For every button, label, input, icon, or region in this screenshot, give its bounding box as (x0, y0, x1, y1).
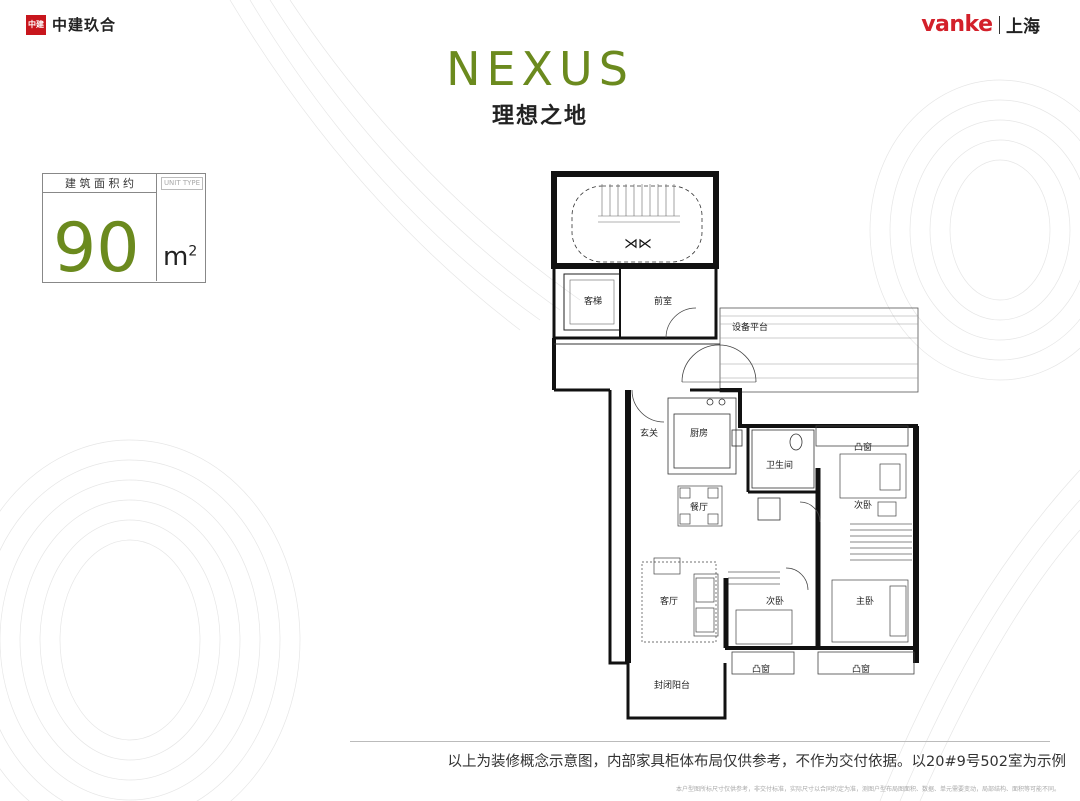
dining-table (677, 485, 723, 527)
stairwell: ⋊⋉ (551, 171, 719, 269)
footer-divider (350, 741, 1050, 742)
room-label-elevator: 客梯 (584, 295, 602, 307)
master-bedroom-fixtures (831, 579, 909, 643)
developer-logo: 中建 中建玖合 (26, 14, 116, 35)
room-label-kitchen: 厨房 (690, 427, 708, 439)
stair-direction-icon: ⋊⋉ (624, 236, 652, 252)
kitchen-fixtures (667, 397, 743, 475)
disclaimer-note: 以上为装修概念示意图，内部家具柜体布局仅供参考，不作为交付依据。以20#9号50… (447, 754, 1067, 770)
partner-logo: vanke 上海 (921, 12, 1040, 37)
room-label-equipment-platform: 设备平台 (732, 321, 768, 333)
room-label-dining: 餐厅 (690, 501, 708, 513)
room-label-bedroom-3: 次卧 (854, 499, 872, 511)
area-value-cell: 90 (43, 193, 157, 288)
partner-city: 上海 (1006, 17, 1040, 37)
area-label: 建 筑 面 积 约 (43, 174, 157, 193)
logo-divider (998, 15, 1000, 34)
area-unit-sup: 2 (188, 243, 198, 260)
corridor (554, 343, 757, 392)
entrance-door (631, 389, 665, 423)
room-label-enclosed-balcony: 封闭阳台 (654, 679, 690, 691)
room-label-front-room: 前室 (654, 295, 672, 307)
project-title: NEXUS 理想之地 (0, 46, 1080, 130)
room-label-living: 客厅 (660, 595, 678, 607)
room-label-bathroom: 卫生间 (766, 459, 793, 471)
area-unit: m2 (163, 242, 197, 272)
area-unit-base: m (163, 242, 189, 272)
room-label-entrance: 玄关 (640, 427, 658, 439)
bay-windows (731, 425, 915, 675)
fine-print: 本户型图所标尺寸仅供参考，非交付标准，实际尺寸以合同约定为准，测图户型布局图面积… (675, 786, 1060, 793)
project-tagline: 理想之地 (491, 104, 588, 129)
bedroom-3-fixtures (839, 453, 912, 561)
equipment-platform (719, 307, 919, 393)
room-label-bay-window-1: 凸窗 (854, 441, 872, 453)
unit-type-tag: UNIT TYPE (161, 177, 203, 190)
developer-logo-text: 中建玖合 (52, 16, 117, 34)
area-label-text: 建 筑 面 积 约 (65, 177, 134, 190)
area-value: 90 (53, 209, 140, 288)
room-label-bay-window-3: 凸窗 (852, 663, 870, 675)
room-label-bedroom-2: 次卧 (766, 595, 784, 607)
project-name: NEXUS (446, 42, 634, 96)
room-label-bay-window-2: 凸窗 (752, 663, 770, 675)
bedroom-2-fixtures (728, 567, 809, 645)
floorplan: ⋊⋉ (551, 171, 919, 720)
room-label-master-bedroom: 主卧 (856, 595, 874, 607)
living-furniture (641, 557, 719, 643)
elevator-lobby (552, 264, 718, 390)
area-box: 建 筑 面 积 约 UNIT TYPE 90 m2 (42, 173, 206, 283)
bathroom-fixtures (751, 429, 821, 523)
cscec-seal-icon: 中建 (26, 14, 46, 35)
partner-brand: vanke (921, 12, 993, 37)
